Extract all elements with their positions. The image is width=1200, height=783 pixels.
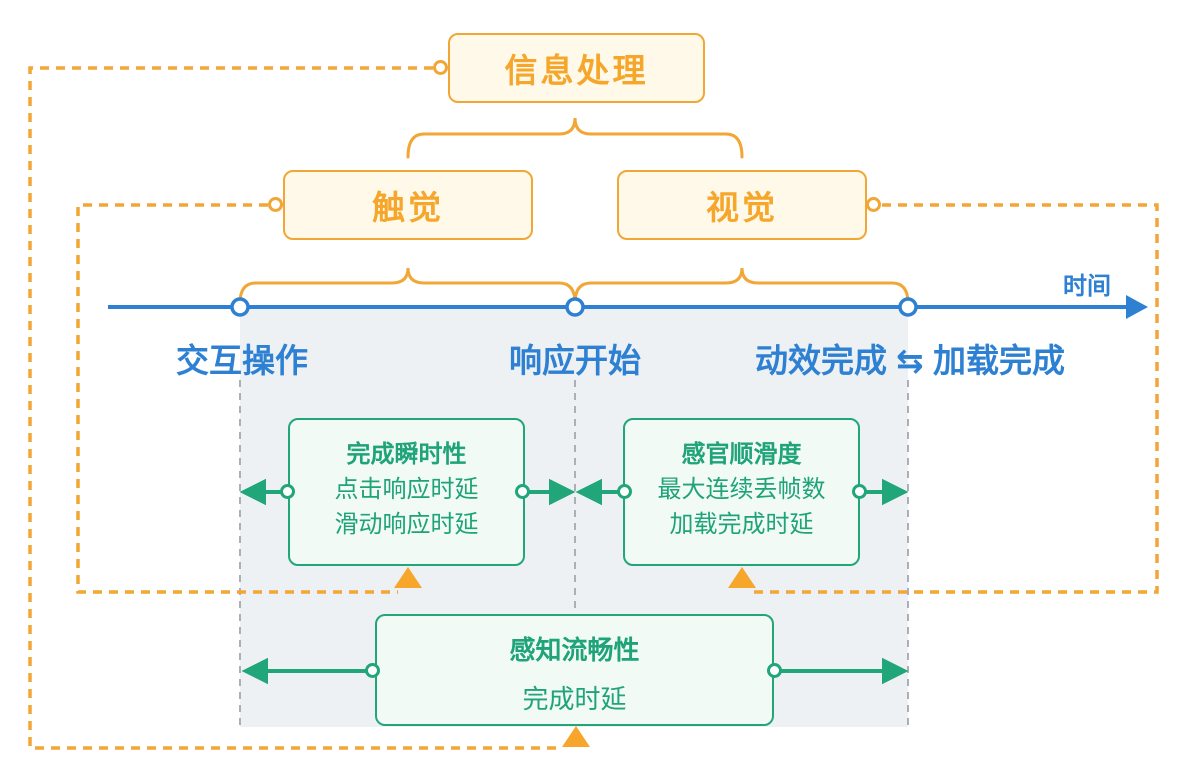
connector-dot-vision: [866, 197, 881, 212]
timeline-label-response-start: 响应开始: [509, 342, 641, 379]
span-arrows-bottom-metric: [241, 657, 909, 685]
arrow-up-right-metric-icon: [728, 567, 756, 588]
span-dot-bottom-metric-left: [365, 663, 380, 678]
metric-box-sensory-smoothness: 感官顺滑度 最大连续丢帧数 加载完成时延: [623, 418, 860, 566]
braces: [238, 117, 910, 305]
metric-item: 滑动响应时延: [334, 511, 479, 538]
span-dot-bottom-metric-right: [767, 663, 782, 678]
connector-arrowheads: [394, 567, 756, 747]
span-dot-left-metric-left: [280, 484, 295, 499]
arrow-up-bottom-metric-icon: [562, 726, 590, 747]
time-axis-points: [230, 297, 918, 317]
metric-item: 最大连续丢帧数: [657, 476, 826, 503]
metric-item: 完成时延: [522, 684, 627, 714]
node-vision-label: 视觉: [706, 189, 778, 226]
connector-info-to-fluency: [28, 66, 560, 750]
timeline-label-animation-load-complete: 动效完成 ⇆ 加载完成: [755, 342, 1065, 379]
node-info-processing: 信息处理: [448, 33, 705, 103]
metric-box-completion-instantaneity: 完成瞬时性 点击响应时延 滑动响应时延: [288, 418, 525, 566]
metric-title: 感官顺滑度: [681, 441, 802, 468]
connector-vision-to-smoothness: [752, 203, 1159, 594]
span-dot-right-metric-right: [852, 484, 867, 499]
time-axis-arrowhead-icon: [1126, 295, 1148, 319]
node-touch: 触觉: [283, 170, 533, 240]
metric-item: 点击响应时延: [334, 476, 479, 503]
node-info-processing-label: 信息处理: [504, 52, 649, 89]
span-dot-right-metric-left: [617, 484, 632, 499]
metric-title: 感知流畅性: [509, 635, 640, 665]
metric-title: 完成瞬时性: [346, 441, 467, 468]
node-vision: 视觉: [617, 170, 867, 240]
metric-box-perceived-fluency: 感知流畅性 完成时延: [375, 614, 774, 726]
metric-item: 加载完成时延: [669, 511, 814, 538]
connector-dot-info: [433, 60, 448, 75]
brace-touch-span: [238, 267, 577, 305]
arrow-up-left-metric-icon: [394, 567, 422, 588]
brace-info-to-children: [406, 117, 744, 159]
connector-dot-touch: [268, 197, 283, 212]
time-axis-label: 时间: [1063, 273, 1111, 300]
time-axis: [108, 295, 1148, 319]
connector-touch-to-instantaneity: [76, 203, 398, 594]
brace-vision-span: [573, 267, 910, 305]
span-dot-left-metric-right: [515, 484, 530, 499]
node-touch-label: 触觉: [372, 189, 444, 226]
span-arrows-right-metric: [575, 478, 909, 506]
timeline-label-interaction: 交互操作: [176, 342, 308, 379]
